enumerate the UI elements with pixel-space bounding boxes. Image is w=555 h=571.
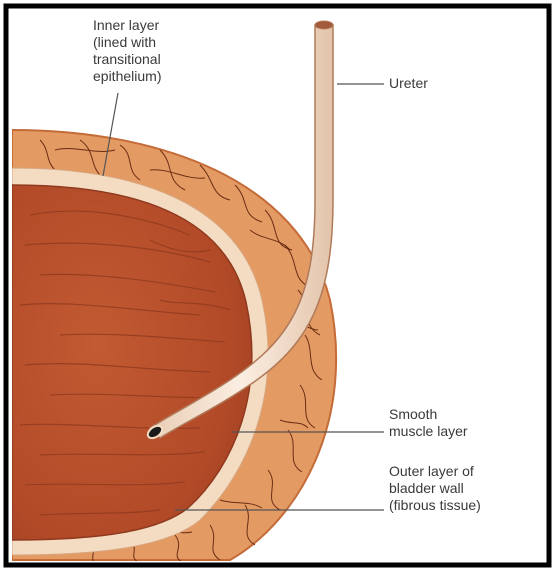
smooth-muscle-line-2: muscle layer bbox=[389, 423, 468, 440]
smooth-muscle-line-1: Smooth bbox=[389, 406, 468, 423]
outer-layer-line-1: Outer layer of bbox=[389, 463, 481, 480]
inner-layer-line-3: transitional bbox=[93, 51, 161, 68]
outer-layer-line-3: (fibrous tissue) bbox=[389, 497, 481, 514]
ureter-label-text: Ureter bbox=[389, 75, 428, 92]
ureter-top-opening bbox=[315, 21, 333, 29]
inner-layer-line-2: (lined with bbox=[93, 34, 161, 51]
inner-layer-label: Inner layer (lined with transitional epi… bbox=[93, 17, 161, 85]
smooth-muscle-label: Smooth muscle layer bbox=[389, 406, 468, 440]
outer-layer-label: Outer layer of bladder wall (fibrous tis… bbox=[389, 463, 481, 514]
inner-layer-line-4: epithelium) bbox=[93, 68, 161, 85]
outer-layer-line-2: bladder wall bbox=[389, 480, 481, 497]
ureter-label: Ureter bbox=[389, 75, 428, 92]
inner-layer-line-1: Inner layer bbox=[93, 17, 161, 34]
